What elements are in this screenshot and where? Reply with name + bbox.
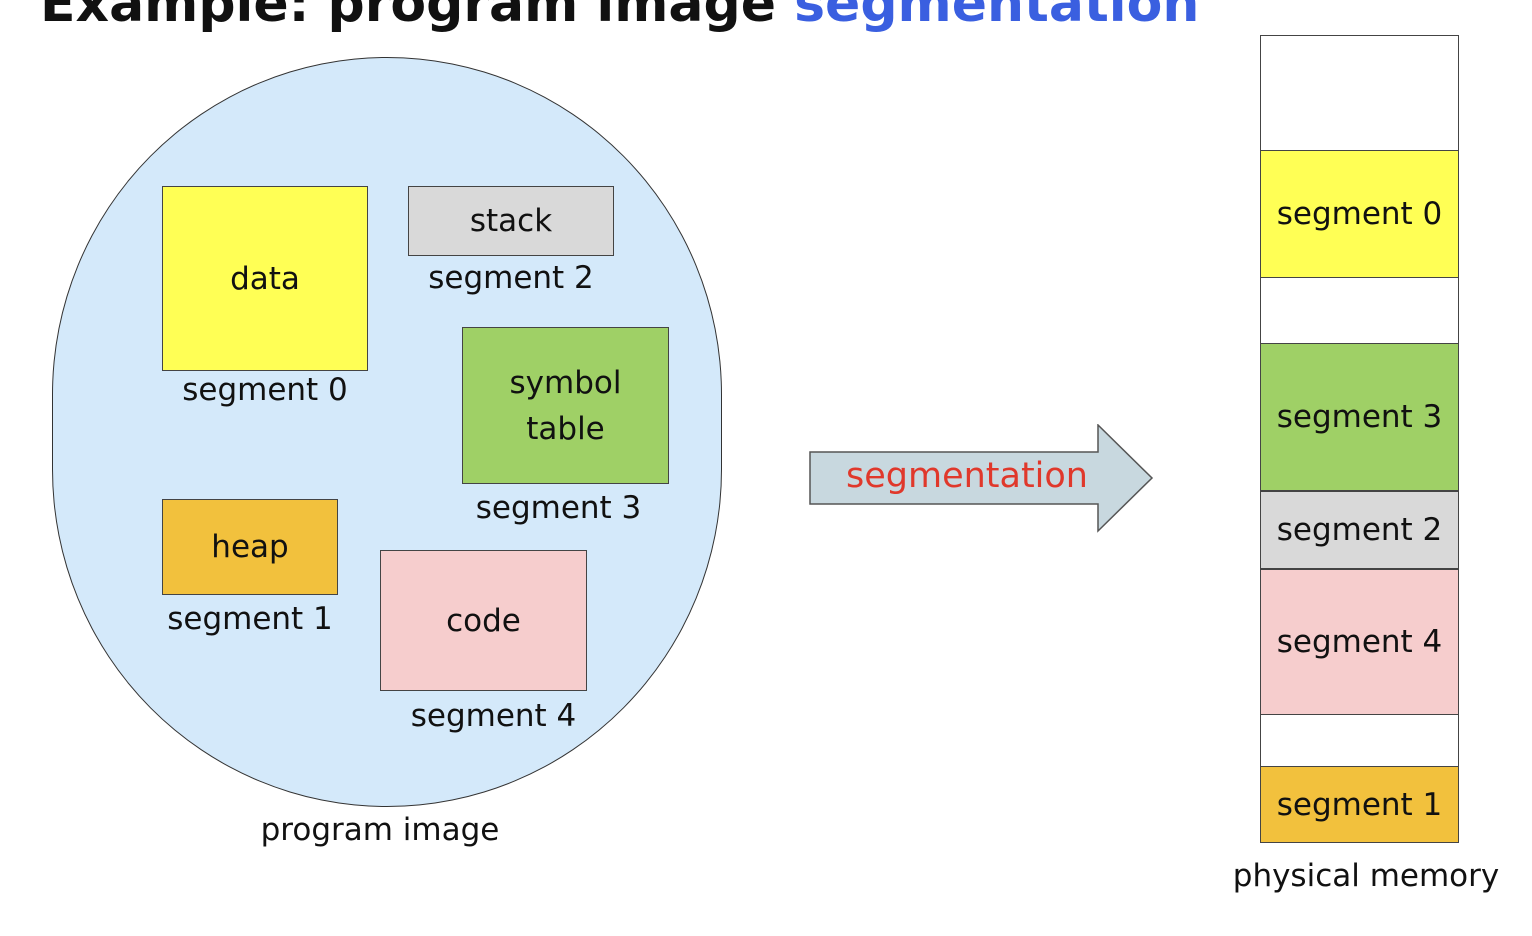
code-box-label: code <box>446 602 521 639</box>
data-box-label: data <box>230 260 300 297</box>
heap-box-label: heap <box>211 529 289 565</box>
title-part-2: segmentation <box>794 0 1200 34</box>
symbol-box-line1: symbol <box>509 364 622 401</box>
memory-block-label: segment 0 <box>1276 196 1443 232</box>
symbol-table-segment-label: segment 3 <box>475 490 642 526</box>
right-arrow-icon <box>809 424 1154 533</box>
stack-segment-box: stack <box>408 186 614 256</box>
data-segment-box: data <box>162 186 368 371</box>
slide-title: Example: program image segmentation <box>0 0 1532 36</box>
heap-segment-box: heap <box>162 499 338 595</box>
memory-block-label: segment 1 <box>1276 786 1443 823</box>
stack-segment-label: segment 2 <box>428 260 594 296</box>
memory-block-segment-2: segment 2 <box>1260 491 1459 569</box>
physical-memory-caption: physical memory <box>1232 858 1500 894</box>
program-image-caption: program image <box>260 812 500 848</box>
memory-block-segment-4: segment 4 <box>1260 569 1459 715</box>
heap-segment-label: segment 1 <box>167 601 333 637</box>
symbol-table-segment-box: symbol table <box>462 327 669 484</box>
code-segment-label: segment 4 <box>410 698 577 734</box>
memory-block-segment-0: segment 0 <box>1260 150 1459 278</box>
title-part-1: Example: program image <box>40 0 776 34</box>
memory-block-label: segment 4 <box>1276 624 1443 660</box>
stack-box-label: stack <box>469 203 553 239</box>
data-segment-label: segment 0 <box>182 372 348 408</box>
memory-block-label: segment 3 <box>1276 399 1443 435</box>
memory-block-segment-1: segment 1 <box>1260 766 1459 843</box>
code-segment-box: code <box>380 550 587 691</box>
segmentation-arrow-label: segmentation <box>845 456 1088 496</box>
symbol-box-line2: table <box>526 410 605 447</box>
memory-block-segment-3: segment 3 <box>1260 343 1459 491</box>
memory-block-label: segment 2 <box>1276 512 1443 548</box>
